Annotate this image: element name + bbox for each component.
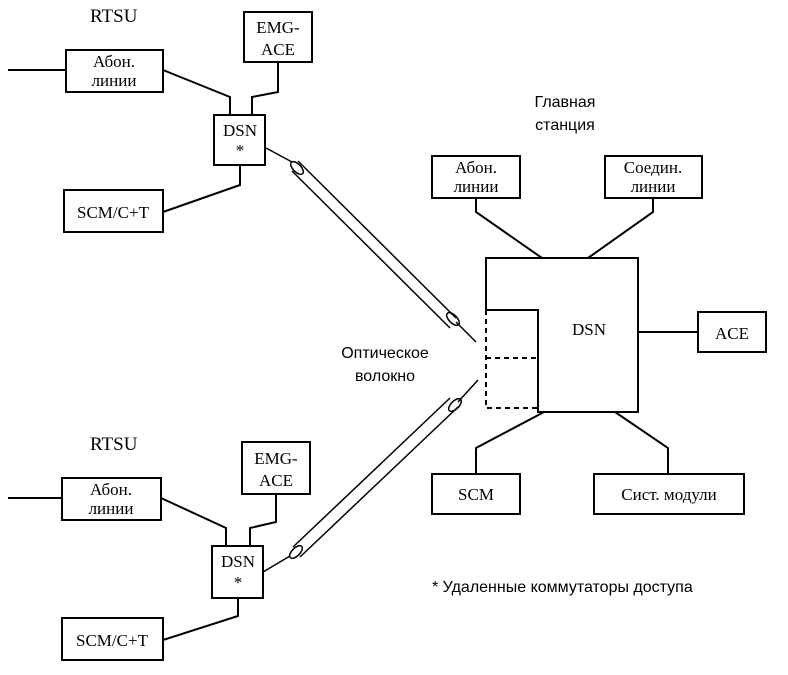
main-sist-label: Сист. модули bbox=[621, 485, 716, 504]
main-scm-box bbox=[431, 473, 521, 515]
top-rtsu-title: RTSU bbox=[90, 6, 138, 27]
bottom-abon-label-2: линии bbox=[89, 499, 134, 518]
bottom-scm-connector bbox=[162, 598, 239, 641]
main-title-1: Главная bbox=[535, 94, 596, 111]
top-emg-connector bbox=[251, 62, 279, 115]
bottom-dsn-label: DSN bbox=[221, 552, 255, 571]
top-abon-label-1: Абон. bbox=[93, 52, 135, 71]
main-sist-box bbox=[593, 473, 745, 515]
bottom-abon-label-1: Абон. bbox=[90, 480, 132, 499]
bottom-dsn-star: * bbox=[234, 573, 243, 592]
footnote: * Удаленные коммутаторы доступа bbox=[432, 579, 693, 596]
bottom-optical-fiber bbox=[262, 379, 479, 573]
main-scm-label: SCM bbox=[458, 485, 494, 504]
main-dsn-label: DSN bbox=[572, 320, 606, 339]
top-emg-label-2: ACE bbox=[261, 40, 295, 59]
main-soed-box bbox=[604, 155, 703, 199]
fiber-label-1: Оптическое bbox=[341, 345, 429, 362]
top-dsn-label: DSN bbox=[223, 121, 257, 140]
main-sist-connector bbox=[614, 411, 669, 474]
top-scm-connector bbox=[162, 165, 241, 213]
bottom-emg-label-1: EMG- bbox=[254, 449, 298, 468]
bottom-emg-connector bbox=[249, 494, 277, 546]
bottom-rtsu-title: RTSU bbox=[90, 434, 138, 455]
bottom-emg-label-2: ACE bbox=[259, 471, 293, 490]
main-abon-label-2: линии bbox=[454, 177, 499, 196]
bottom-scm-box bbox=[61, 617, 164, 661]
main-scm-connector bbox=[475, 411, 545, 474]
top-optical-fiber bbox=[265, 147, 477, 343]
bottom-scm-label: SCM/C+T bbox=[76, 631, 149, 650]
top-dsn-star: * bbox=[236, 141, 245, 160]
main-title-2: станция bbox=[535, 117, 595, 134]
main-soed-label-2: линии bbox=[631, 177, 676, 196]
main-ace-box bbox=[697, 311, 767, 353]
top-emg-box bbox=[243, 11, 313, 63]
main-dsn-box bbox=[485, 257, 639, 413]
main-soed-label-1: Соедин. bbox=[624, 158, 682, 177]
top-emg-label-1: EMG- bbox=[256, 18, 300, 37]
main-abon-connector bbox=[475, 198, 543, 259]
main-soed-connector bbox=[587, 198, 654, 259]
main-abon-label-1: Абон. bbox=[455, 158, 497, 177]
top-abon-connector bbox=[162, 69, 231, 115]
main-dsn-dashed-outline bbox=[485, 310, 538, 409]
top-scm-box bbox=[63, 189, 164, 233]
bottom-abon-connector bbox=[160, 497, 227, 546]
bottom-dsn-box bbox=[211, 545, 264, 599]
bottom-emg-box bbox=[241, 441, 311, 495]
main-ace-label: ACE bbox=[715, 324, 749, 343]
main-abon-box bbox=[431, 155, 521, 199]
top-abon-label-2: линии bbox=[92, 71, 137, 90]
top-scm-label: SCM/C+T bbox=[77, 203, 150, 222]
fiber-label-2: волокно bbox=[355, 368, 415, 385]
